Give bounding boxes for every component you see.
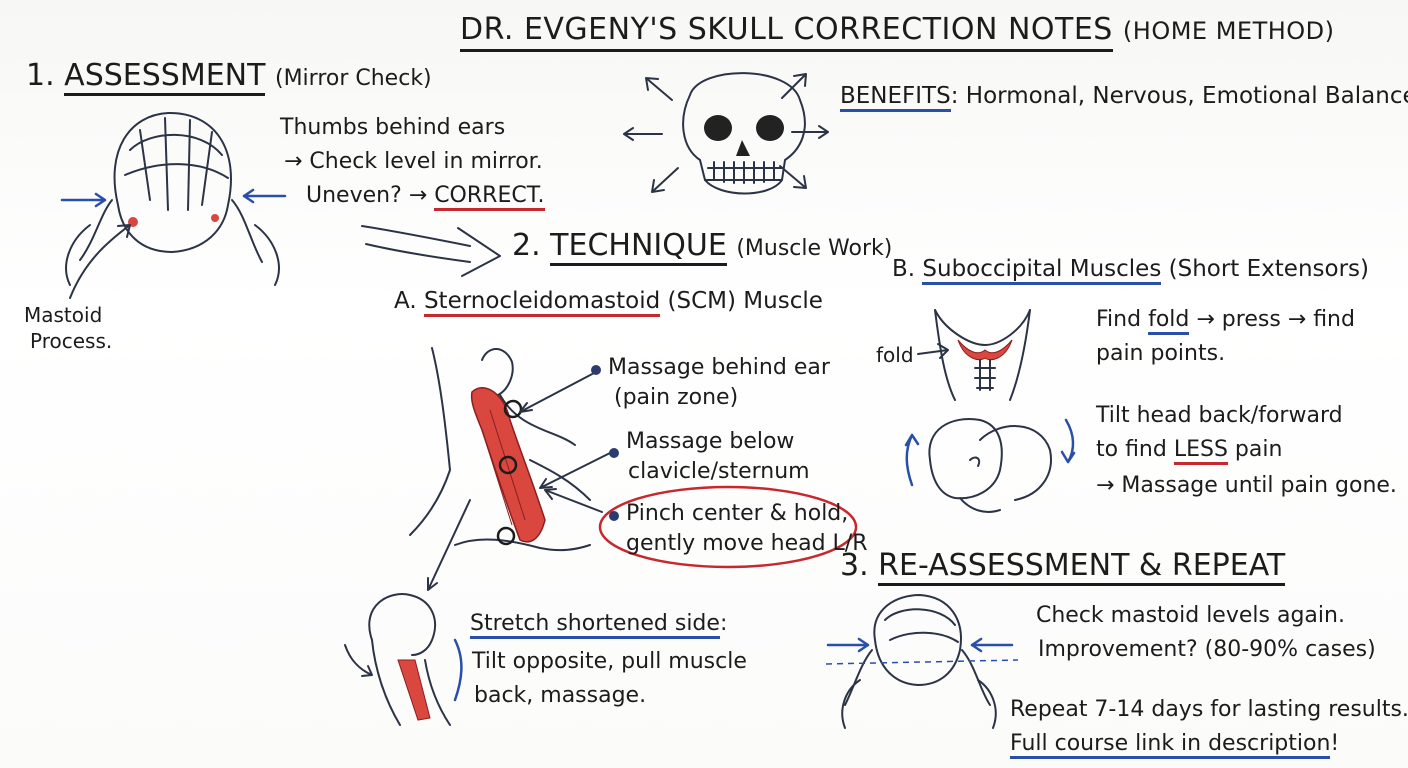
section-title: TECHNIQUE (550, 228, 727, 266)
mastoid-label-2: Process. (30, 329, 113, 353)
scm-point-1-line-2: (pain zone) (614, 385, 739, 410)
subocc-line-2: pain points. (1096, 341, 1226, 366)
scm-point-2-line-1: Massage below (626, 429, 795, 454)
neck-muscle-icon (409, 347, 613, 591)
stretch-heading: Stretch shortened side: (470, 608, 727, 640)
stretch-heading-colon: : (719, 611, 728, 636)
arrow-icon (361, 225, 501, 277)
subocc-line-4: to find LESS pain (1096, 434, 1282, 466)
stretch-heading-text: Stretch shortened side (470, 611, 720, 639)
section-number: 3. (840, 548, 869, 583)
subocc-line-4-suffix: pain (1227, 437, 1283, 462)
mastoid-label-1: Mastoid (24, 303, 103, 327)
subocc-line-5: → Massage until pain gone. (1096, 473, 1397, 498)
subsection-b-heading: B. Suboccipital Muscles (Short Extensors… (892, 256, 1369, 285)
subocc-line-1-suffix: → press → find (1189, 307, 1355, 332)
reassess-line-1: Check mastoid levels again. (1036, 603, 1345, 628)
subocc-line-1-prefix: Find (1096, 307, 1149, 332)
reassess-line-2: Improvement? (80-90% cases) (1038, 637, 1376, 662)
reassess-line-3: Repeat 7-14 days for lasting results. (1010, 697, 1408, 722)
benefits-label: BENEFITS (840, 83, 951, 112)
pinch-highlight-circle (598, 485, 858, 569)
section-paren: (Mirror Check) (274, 66, 432, 91)
title-main: DR. EVGENY'S SKULL CORRECTION NOTES (460, 12, 1113, 52)
course-link-text: Full course link in description (1010, 731, 1331, 759)
page-title: DR. EVGENY'S SKULL CORRECTION NOTES (HOM… (460, 12, 1335, 52)
subocc-line-4-prefix: to find (1096, 437, 1174, 462)
subsection-letter: A. (394, 288, 417, 314)
subsection-suffix: (SCM) Muscle (667, 288, 823, 314)
subocc-line-1-emph: fold (1148, 307, 1190, 335)
benefits-text: : Hormonal, Nervous, Emotional Balance. (950, 83, 1408, 109)
course-link-suffix: ! (1330, 731, 1340, 756)
assessment-line-1: Thumbs behind ears (280, 115, 506, 140)
section-title: ASSESSMENT (64, 58, 266, 96)
bullet-dot (609, 448, 619, 458)
section-number: 2. (512, 228, 541, 263)
subsection-title: Suboccipital Muscles (922, 256, 1162, 285)
head-tilt-icon (904, 418, 1076, 513)
skull-icon (682, 72, 806, 195)
head-back-icon (825, 594, 1019, 729)
reassess-line-4: Full course link in description! (1010, 728, 1339, 760)
arrow-icon (623, 73, 829, 193)
assessment-line-3-emph: CORRECT. (434, 183, 545, 211)
head-back-icon (60, 111, 287, 299)
neck-stretch-icon (344, 593, 463, 726)
section-paren: (Muscle Work) (736, 236, 893, 261)
assessment-line-3: Uneven? → CORRECT. (306, 180, 545, 212)
subsection-a-heading: A. Sternocleidomastoid (SCM) Muscle (394, 288, 823, 317)
section-title: RE-ASSESSMENT & REPEAT (878, 548, 1286, 586)
section-3-heading: 3. RE-ASSESSMENT & REPEAT (840, 548, 1286, 586)
subocc-line-3: Tilt head back/forward (1096, 403, 1343, 428)
stretch-line-1: Tilt opposite, pull muscle (472, 649, 747, 674)
benefits-line: BENEFITS: Hormonal, Nervous, Emotional B… (840, 80, 1408, 112)
fold-label: fold (876, 343, 914, 367)
assessment-line-2: → Check level in mirror. (284, 149, 543, 174)
bullet-dot (609, 511, 619, 521)
subsection-letter: B. (892, 256, 916, 282)
scm-point-2-line-2: clavicle/sternum (628, 459, 810, 484)
bullet-dot (591, 365, 601, 375)
scm-point-3-line-1: Pinch center & hold, (626, 501, 849, 526)
scm-point-3-line-2: gently move head L/R (626, 531, 868, 556)
section-2-heading: 2. TECHNIQUE (Muscle Work) (512, 228, 893, 266)
section-number: 1. (26, 58, 55, 93)
suboccipital-icon (917, 309, 1031, 401)
stretch-line-2: back, massage. (474, 683, 647, 708)
subocc-line-1: Find fold → press → find (1096, 304, 1355, 336)
subsection-title: Sternocleidomastoid (423, 288, 661, 317)
subocc-line-4-emph: LESS (1173, 437, 1228, 465)
scm-point-1-line-1: Massage behind ear (608, 355, 830, 380)
section-1-heading: 1. ASSESSMENT (Mirror Check) (26, 58, 432, 96)
assessment-line-3-prefix: Uneven? → (306, 183, 435, 208)
subsection-paren: (Short Extensors) (1168, 256, 1369, 282)
title-sub: (HOME METHOD) (1122, 17, 1335, 45)
